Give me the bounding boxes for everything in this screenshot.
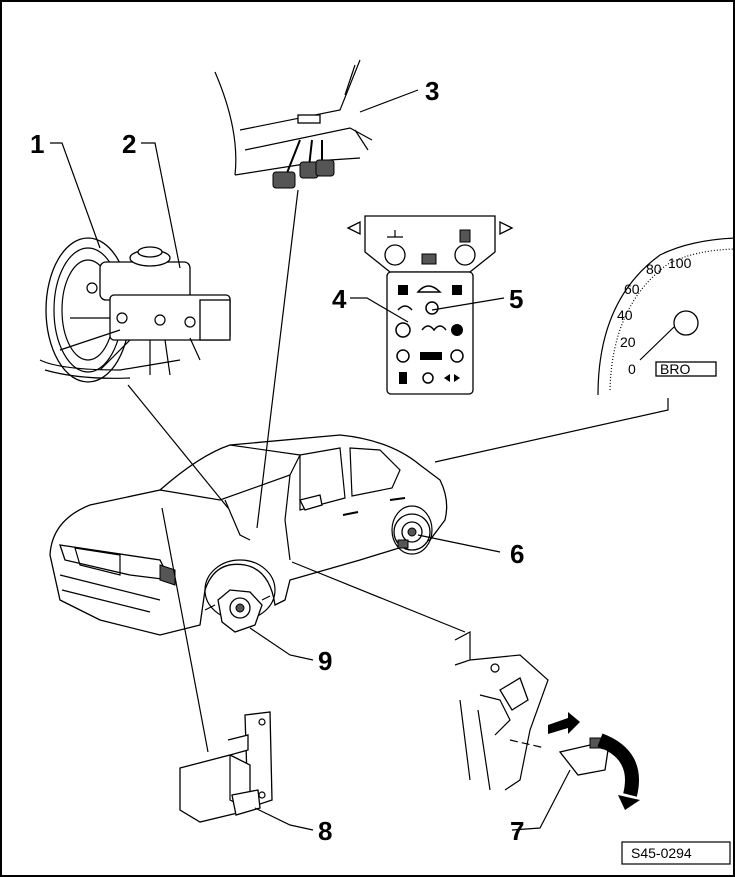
speed-tick-80: 80 [646, 261, 662, 277]
bracket-assembly-7 [454, 631, 640, 810]
car-body [49, 434, 448, 636]
speedometer-brand-text: BRO [660, 361, 690, 377]
callout-4: 4 [332, 284, 347, 314]
callout-1: 1 [30, 129, 44, 159]
callout-9: 9 [318, 646, 332, 676]
speed-tick-40: 40 [617, 307, 633, 323]
reference-code-box [621, 841, 731, 865]
speed-tick-0: 0 [628, 361, 636, 377]
instrument-cluster [346, 215, 514, 395]
speedometer: BRO 0 20 40 60 80 100 [597, 237, 735, 396]
pedal-center [299, 161, 319, 179]
speed-tick-100: 100 [668, 255, 692, 271]
brake-light-switch [297, 114, 321, 124]
pedal-right [315, 159, 335, 177]
pedal-cluster [214, 59, 373, 189]
pedal-left [272, 171, 296, 189]
leader-lines [50, 89, 669, 831]
reference-code: S45-0294 [631, 845, 692, 861]
callout-8: 8 [318, 816, 332, 846]
warning-lamp-panel [386, 271, 474, 395]
gauge-fuel [454, 244, 476, 266]
callout-5: 5 [509, 284, 523, 314]
callout-3: 3 [425, 76, 439, 106]
brake-booster-assembly [39, 237, 231, 383]
callout-2: 2 [122, 129, 136, 159]
gauge-temp [384, 244, 406, 266]
rear-wheel-hub [393, 513, 431, 551]
sensor-module-8 [179, 711, 273, 823]
fluid-reservoir [99, 261, 191, 301]
front-wheel-hub [204, 589, 271, 633]
callout-7: 7 [510, 816, 524, 846]
speed-tick-20: 20 [620, 334, 636, 350]
callout-6: 6 [510, 539, 524, 569]
speed-tick-60: 60 [624, 281, 640, 297]
